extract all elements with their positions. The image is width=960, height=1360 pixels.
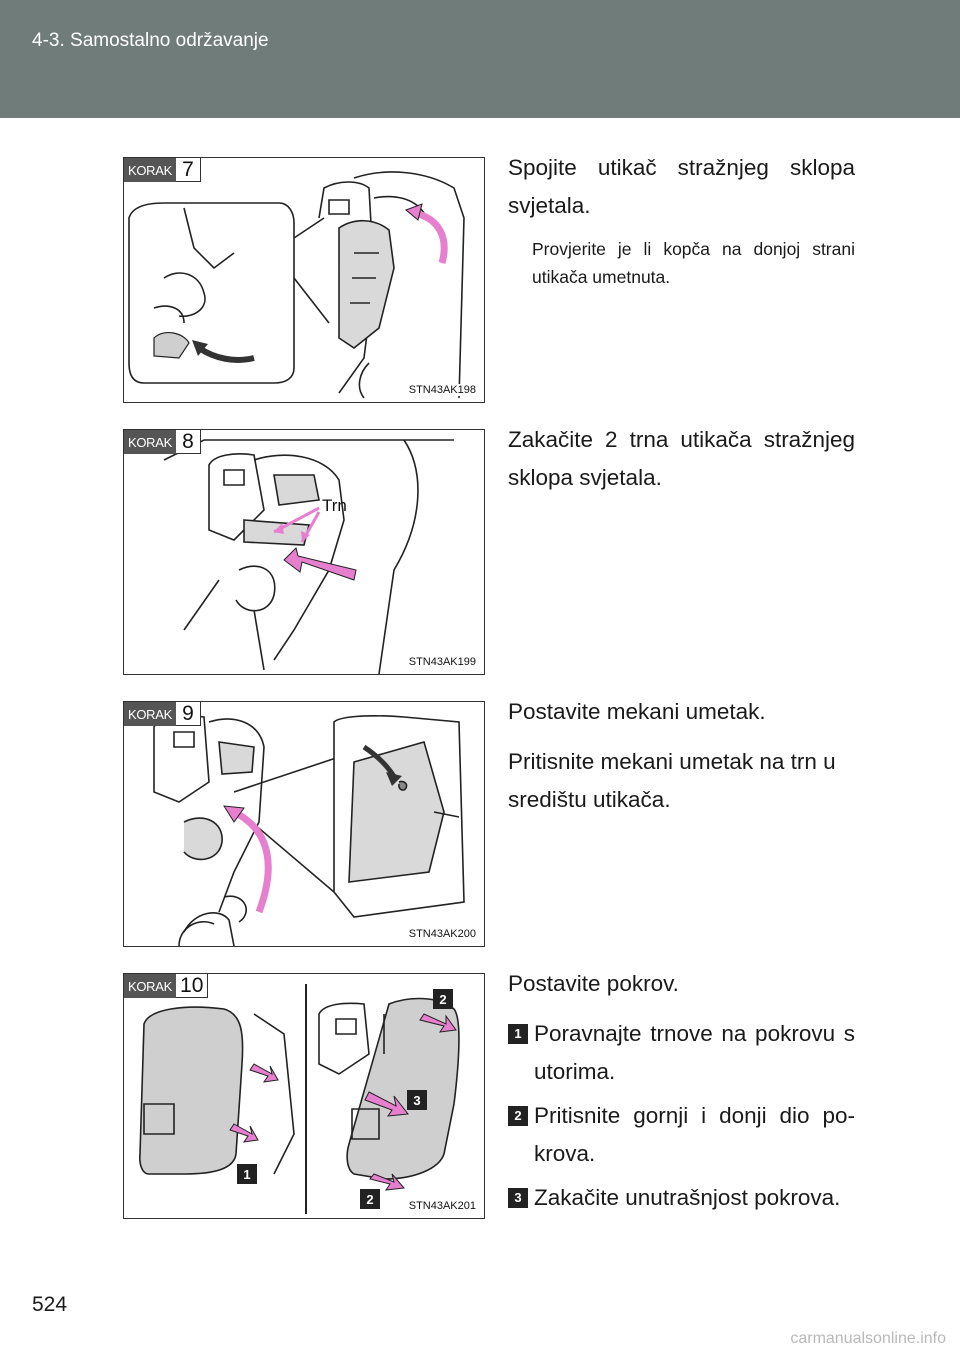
figure-step-10: KORAK 10 1 2 3 2 STN43AK201: [123, 973, 485, 1219]
korak-label: KORAK: [124, 702, 177, 726]
figure-badge-3: 3: [407, 1090, 427, 1110]
step-10-instruction: Postavite pokrov.: [508, 971, 679, 996]
step-9-text: Postavite mekani umetak. Pritisnite meka…: [508, 693, 855, 819]
list-badge: 3: [508, 1188, 528, 1208]
cover-install-illustration: [139, 984, 460, 1214]
korak-badge: KORAK 8: [124, 430, 202, 454]
korak-number: 9: [176, 702, 202, 726]
figure-step-7: KORAK 7 STN43AK198: [123, 157, 485, 403]
list-item: 2 Pritisnite gornji i donji dio po-krova…: [508, 1097, 855, 1173]
list-item-text: Poravnajte trnove na pokrovu s utorima.: [534, 1021, 855, 1084]
list-item-text: Zakačite unutrašnjost pokrova.: [534, 1185, 841, 1210]
figure-code: STN43AK199: [406, 656, 478, 668]
korak-label: KORAK: [124, 974, 177, 998]
watermark: carmanualsonline.info: [790, 1330, 946, 1347]
step-7-instruction: Spojite utikač stražnjeg sklopa svjetala…: [508, 155, 855, 218]
figure-step-9: KORAK 9 STN43AK200: [123, 701, 485, 947]
soft-insert-illustration: [153, 715, 465, 946]
list-item: 3 Zakačite unutrašnjost pokrova.: [508, 1179, 855, 1217]
figure-code: STN43AK198: [406, 384, 478, 396]
korak-number: 10: [176, 974, 209, 998]
korak-label: KORAK: [124, 430, 177, 454]
figure-code: STN43AK200: [406, 928, 478, 940]
step-10-text: Postavite pokrov. 1 Poravnajte trnove na…: [508, 965, 855, 1217]
page-header: 4-3. Samostalno održavanje: [0, 0, 960, 118]
section-title: 4-3. Samostalno održavanje: [32, 30, 269, 51]
taillight-connector-illustration: [128, 171, 465, 399]
connector-pins-illustration: [163, 439, 454, 674]
step-9-instruction: Postavite mekani umetak.: [508, 699, 766, 724]
figure-badge-1: 1: [237, 1164, 257, 1184]
figure-step-8: KORAK 8 Trn STN43AK199: [123, 429, 485, 675]
step-7-text: Spojite utikač stražnjeg sklopa svjetala…: [508, 149, 855, 291]
korak-badge: KORAK 7: [124, 158, 202, 182]
list-item-text: Pritisnite gornji i donji dio po-krova.: [534, 1103, 855, 1166]
korak-badge: KORAK 10: [124, 974, 209, 998]
list-badge: 1: [508, 1024, 528, 1044]
list-item: 1 Poravnajte trnove na pokrovu s utorima…: [508, 1015, 855, 1091]
figure-badge-2-bottom: 2: [360, 1189, 380, 1209]
figure-badge-2-top: 2: [433, 989, 453, 1009]
step-8-text: Zakačite 2 trna utikača stražnjeg sklopa…: [508, 421, 855, 497]
step-9-instruction-2: Pritisnite mekani umetak na trn u središ…: [508, 749, 836, 812]
korak-label: KORAK: [124, 158, 177, 182]
trn-label: Trn: [322, 496, 347, 515]
step-8-instruction: Zakačite 2 trna utikača stražnjeg sklopa…: [508, 427, 855, 490]
figure-code: STN43AK201: [406, 1200, 478, 1212]
korak-number: 7: [176, 158, 202, 182]
step-7-note: Provjerite je li kopča na donjoj strani …: [532, 239, 855, 287]
list-badge: 2: [508, 1106, 528, 1126]
korak-badge: KORAK 9: [124, 702, 202, 726]
page-number: 524: [32, 1293, 68, 1316]
korak-number: 8: [176, 430, 202, 454]
